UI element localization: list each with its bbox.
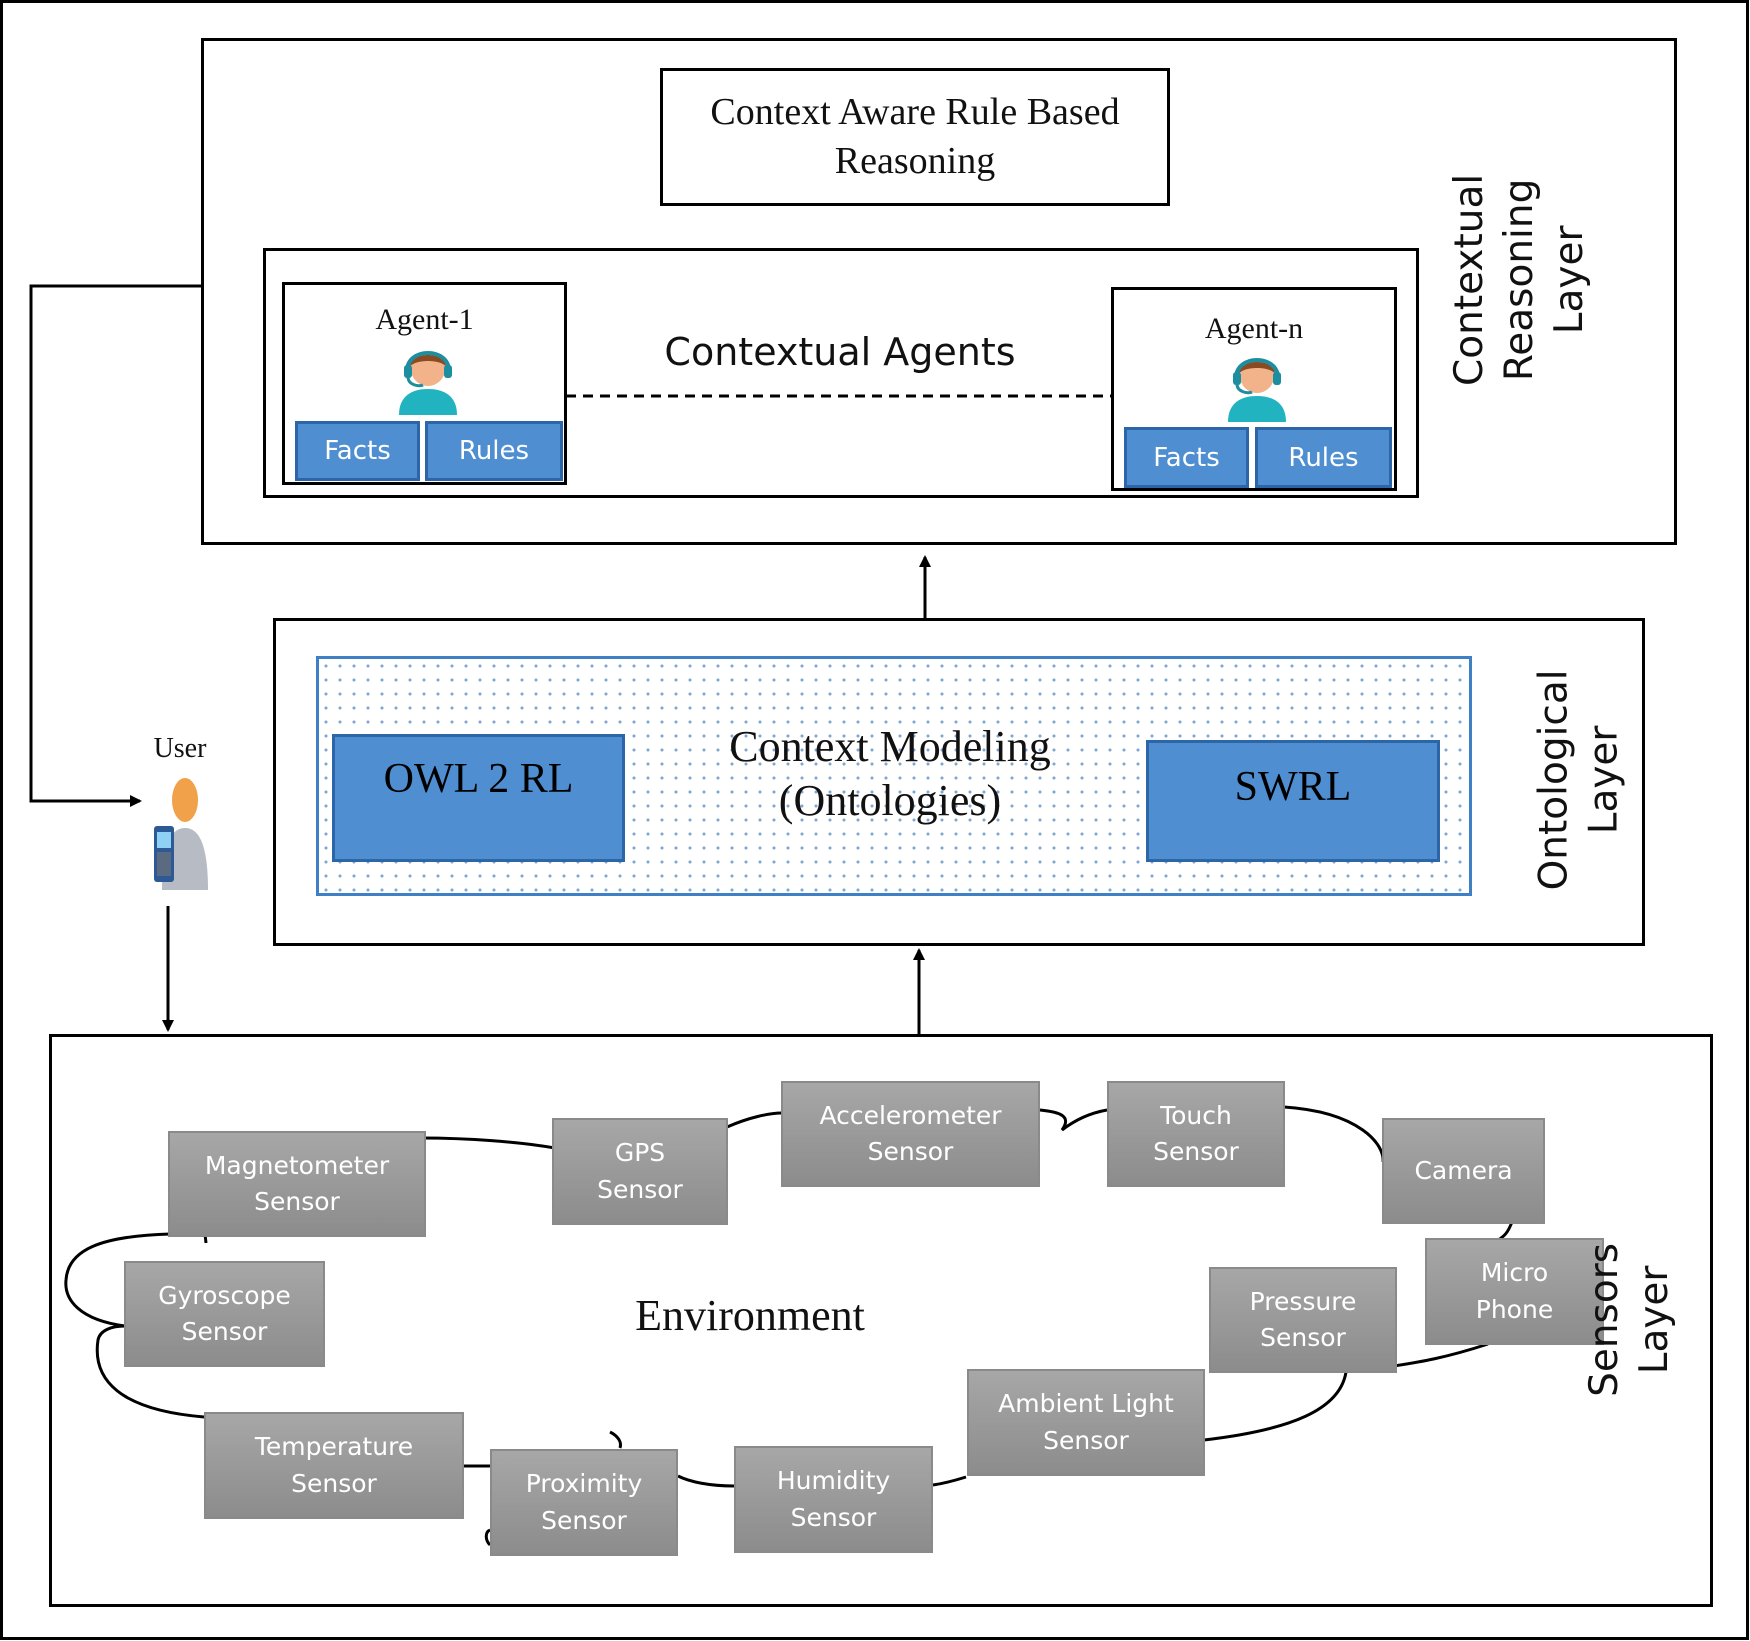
touch-sensor: Touch Sensor — [1107, 1081, 1285, 1187]
gyroscope-sensor: Gyroscope Sensor — [124, 1261, 325, 1367]
agent-1-facts: Facts — [295, 421, 420, 481]
reasoning-box: Context Aware Rule Based Reasoning — [660, 68, 1170, 206]
agent-n-rules: Rules — [1255, 427, 1392, 488]
gps-sensor: GPS Sensor — [552, 1118, 728, 1225]
agent-n-box: Agent-n Facts Rules — [1111, 287, 1397, 491]
camera-sensor: Camera — [1382, 1118, 1545, 1224]
agent-n-name: Agent-n — [1204, 312, 1304, 345]
support-agent-icon — [393, 343, 463, 415]
agent-1-box: Agent-1 Facts Rules — [282, 282, 567, 485]
accelerometer-sensor: Accelerometer Sensor — [781, 1081, 1040, 1187]
microphone-sensor: Micro Phone — [1425, 1238, 1604, 1345]
user-with-phone-icon — [150, 776, 210, 890]
swrl-box: SWRL — [1146, 740, 1440, 862]
environment-label: Environment — [635, 1291, 865, 1340]
reasoning-to-user-arrow — [29, 284, 202, 807]
magnetometer-sensor: Magnetometer Sensor — [168, 1131, 426, 1237]
owl2rl-box: OWL 2 RL — [332, 734, 625, 862]
ambient-light-sensor: Ambient Light Sensor — [967, 1369, 1205, 1476]
user-label: User — [153, 733, 207, 764]
agent-1-name: Agent-1 — [375, 303, 474, 336]
context-modeling-title: Context Modeling (Ontologies) — [729, 722, 1051, 825]
temperature-sensor: Temperature Sensor — [204, 1412, 464, 1519]
agent-1-rules: Rules — [425, 421, 563, 481]
sensors-layer-label: Sensors Layer — [1582, 1243, 1677, 1398]
humidity-sensor: Humidity Sensor — [734, 1446, 933, 1553]
support-agent-icon — [1222, 350, 1292, 422]
agent-n-facts: Facts — [1124, 427, 1249, 488]
contextual-agents-title: Contextual Agents — [664, 330, 1016, 374]
proximity-sensor: Proximity Sensor — [490, 1449, 678, 1556]
sensors-layer-label-wrap: Sensors Layer — [1540, 1200, 1720, 1440]
pressure-sensor: Pressure Sensor — [1209, 1267, 1397, 1373]
